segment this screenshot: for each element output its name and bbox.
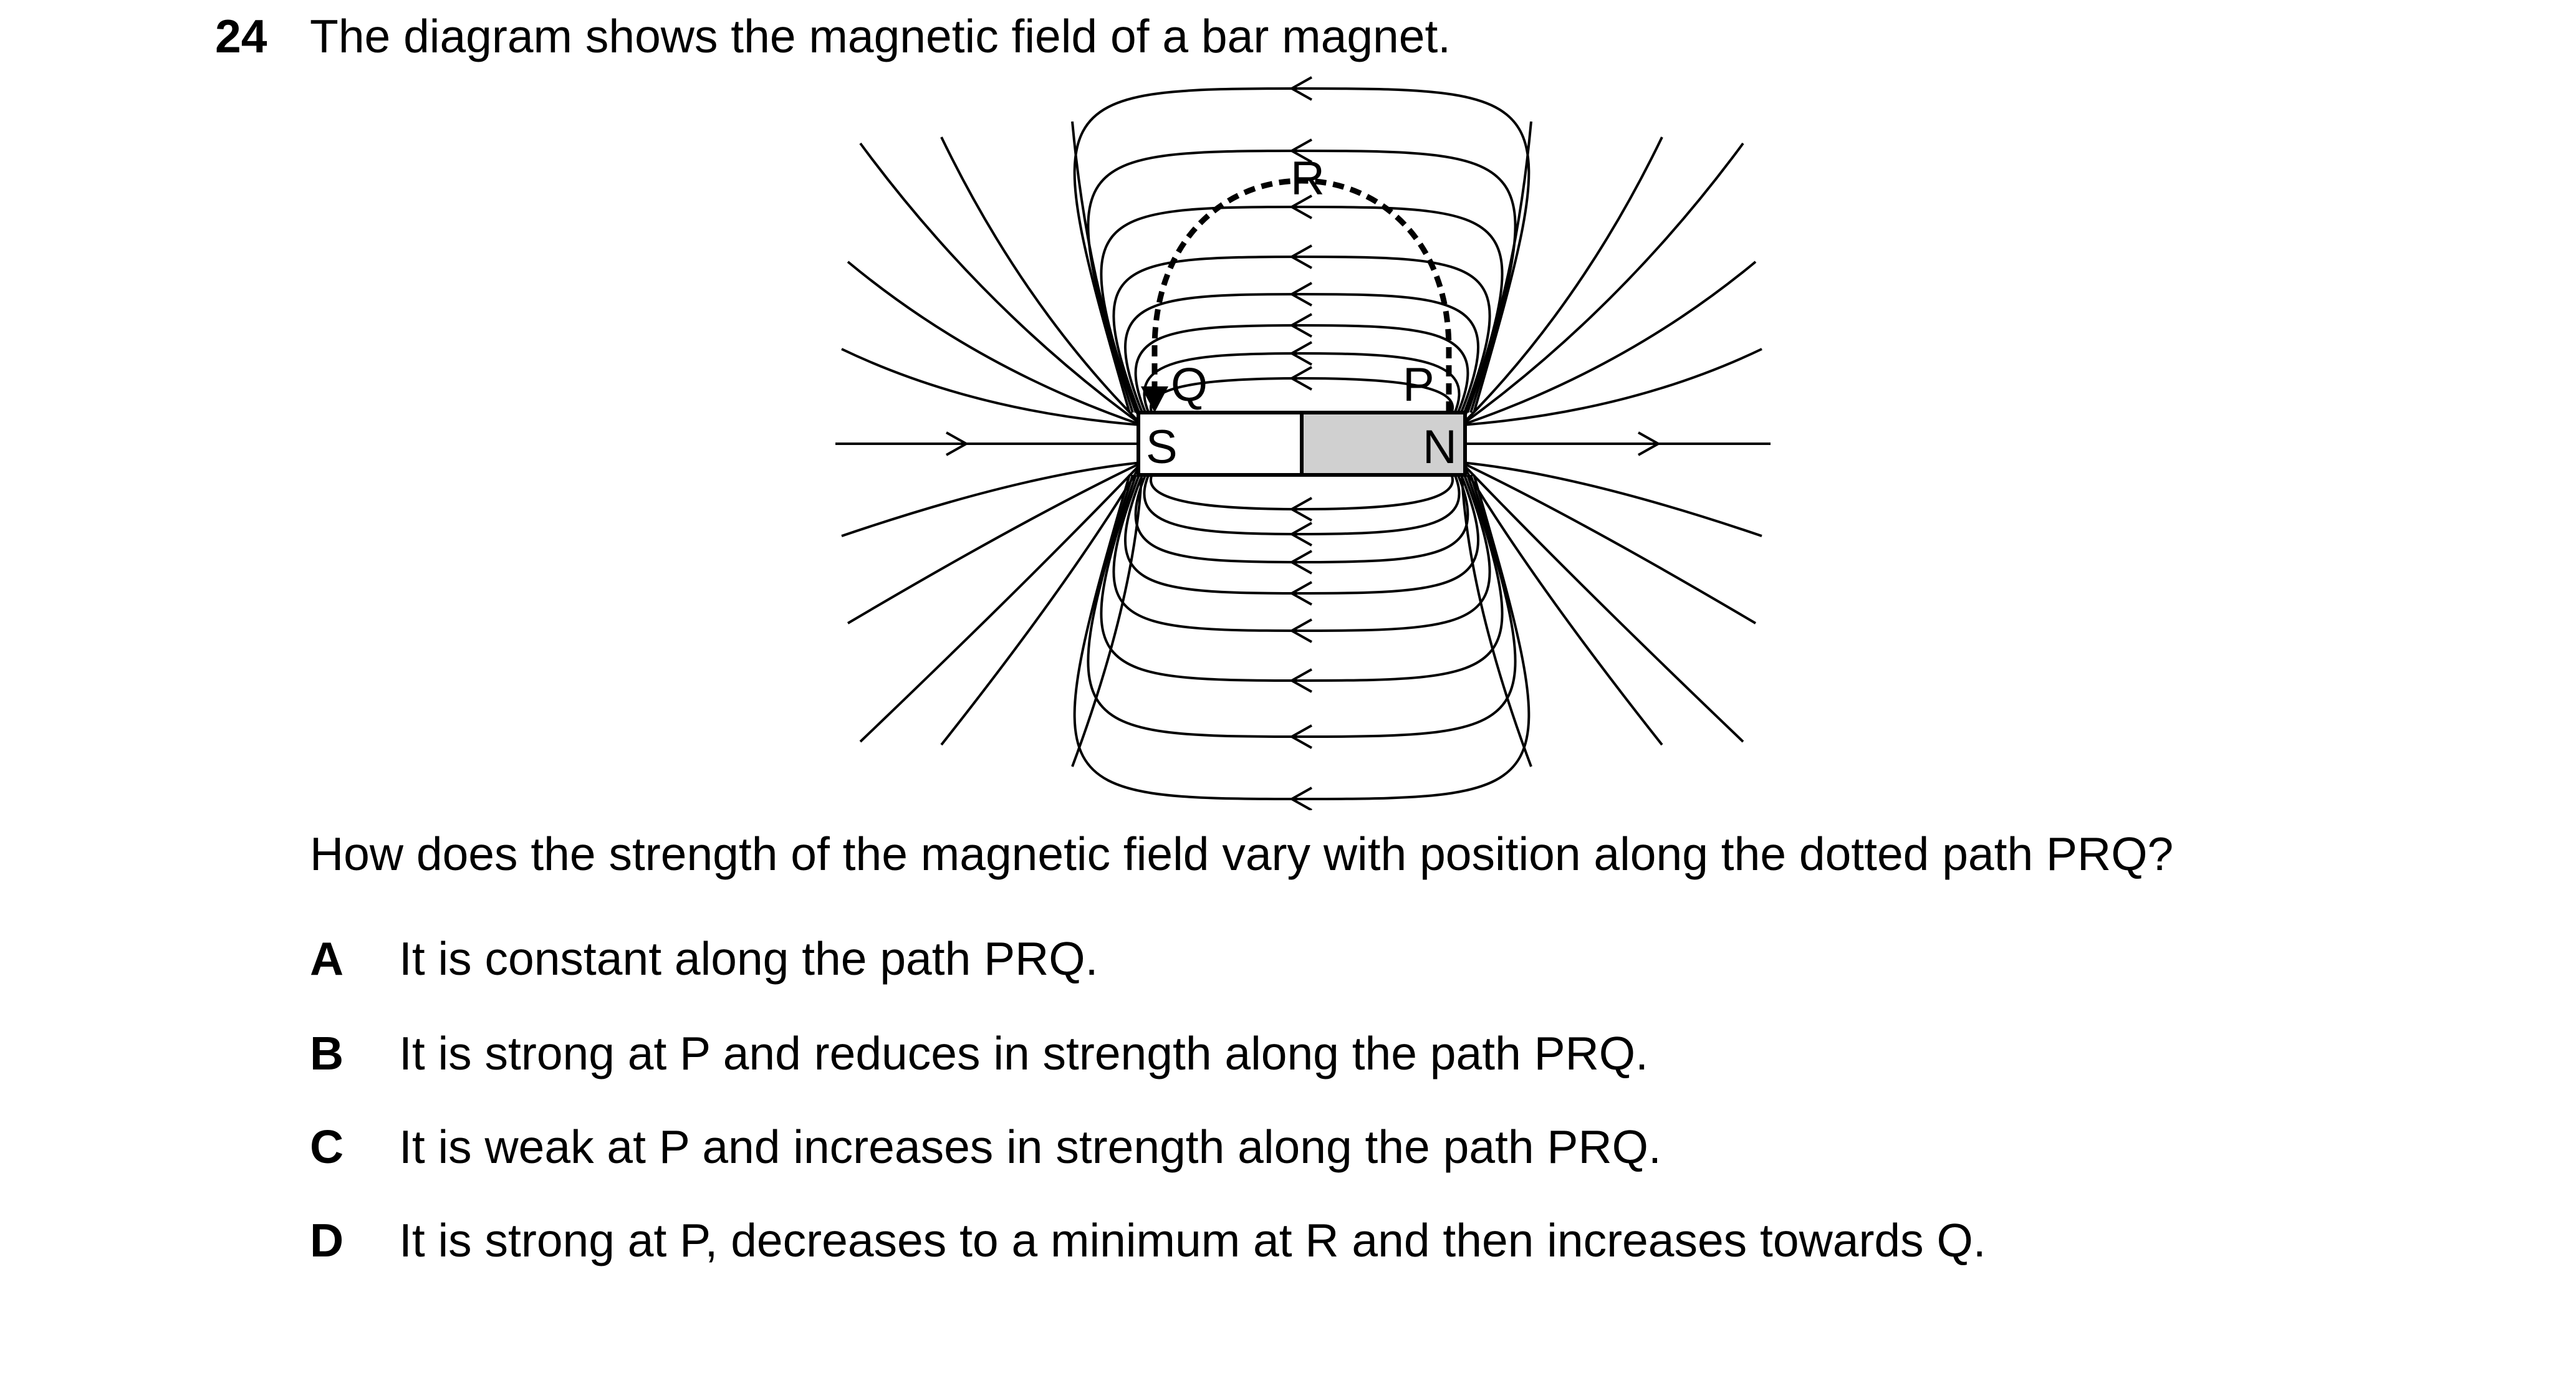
field-line-s-side (847, 261, 1143, 426)
question-prompt: How does the strength of the magnetic fi… (310, 828, 2174, 880)
field-line-loop-bottom (1149, 474, 1454, 511)
label-q: Q (1171, 358, 1208, 411)
field-arrow (1289, 76, 1312, 101)
field-line-loop-top (1112, 255, 1491, 413)
field-line-n-side (1460, 462, 1532, 767)
option-text: It is weak at P and increases in strengt… (399, 1121, 1661, 1173)
field-arrow (1289, 313, 1312, 338)
option-letter: D (310, 1214, 344, 1266)
field-arrow (1289, 522, 1312, 547)
label-s: S (1146, 421, 1178, 474)
field-line-loop-top (1124, 292, 1479, 413)
field-line-n-side (1461, 461, 1757, 624)
field-line-n-side (1460, 461, 1663, 746)
field-line-loop-bottom (1124, 474, 1479, 595)
field-arrow (1289, 341, 1312, 366)
option-text: It is strong at P and reduces in strengt… (399, 1027, 1648, 1079)
label-n: N (1423, 421, 1457, 474)
magnetic-field-diagram: S N P Q R (835, 76, 1771, 810)
option-letter: B (310, 1027, 344, 1079)
field-arrow (1289, 244, 1312, 269)
question-stem: The diagram shows the magnetic field of … (310, 10, 1451, 62)
field-lines (835, 76, 1771, 810)
field-arrow (1289, 668, 1312, 693)
field-line-n-side (1460, 121, 1532, 426)
field-arrow (1289, 787, 1312, 810)
option-letter: A (310, 932, 344, 985)
field-line-loop-bottom (1134, 474, 1469, 564)
field-arrow (1289, 581, 1312, 606)
field-line-s-side (859, 461, 1143, 743)
field-line-s-side (940, 136, 1143, 426)
field-line-n-side (1460, 461, 1744, 743)
field-arrow (1289, 194, 1312, 219)
field-arrow (1289, 724, 1312, 749)
field-line-loop-top (1100, 205, 1504, 413)
field-line-loop-top (1073, 87, 1531, 413)
field-line-n-side (1460, 142, 1744, 426)
dotted-path-prq (1141, 178, 1452, 413)
label-p: P (1403, 358, 1435, 411)
field-line-loop-bottom (1073, 474, 1531, 801)
field-line-n-side (1460, 136, 1663, 426)
field-line-loop-bottom (1143, 474, 1461, 536)
field-arrow (1289, 618, 1312, 643)
field-arrow (1289, 366, 1312, 391)
field-line-n-side (1461, 348, 1762, 426)
field-arrow (946, 431, 969, 456)
field-arrow (1289, 282, 1312, 307)
field-line-s-side (841, 461, 1143, 537)
label-r: R (1290, 152, 1325, 205)
field-line-n-side (1461, 461, 1762, 537)
field-line-loop-bottom (1112, 474, 1491, 633)
magnet-north-half (1300, 411, 1467, 477)
field-line-s-side (1071, 462, 1143, 767)
field-line-s-side (847, 461, 1143, 624)
field-line-loop-bottom (1087, 474, 1517, 739)
field-line-s-side (859, 142, 1143, 426)
field-line-loop-bottom (1100, 474, 1504, 682)
field-line-loop-top (1134, 323, 1469, 413)
field-arrow (1289, 550, 1312, 575)
field-line-s-side (940, 461, 1143, 746)
option-text: It is constant along the path PRQ. (399, 932, 1098, 985)
field-arrow (1289, 138, 1312, 163)
option-letter: C (310, 1121, 344, 1173)
question-number: 24 (215, 10, 267, 62)
field-arrow (1638, 431, 1661, 456)
bar-magnet (1137, 411, 1467, 477)
field-line-n-side (1461, 261, 1757, 426)
field-arrow (1289, 497, 1312, 522)
option-text: It is strong at P, decreases to a minimu… (399, 1214, 1986, 1266)
field-line-s-side (841, 348, 1143, 426)
field-line-s-side (1071, 121, 1143, 426)
